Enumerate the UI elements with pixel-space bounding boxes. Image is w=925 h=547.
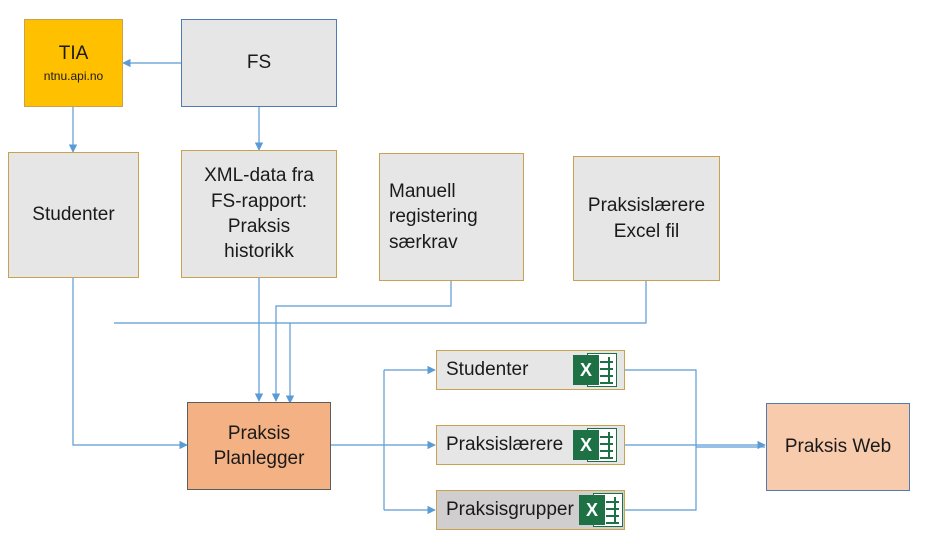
output-praksislaerere: Praksislærere X [436, 425, 625, 465]
arrow-outputs-to-web [625, 369, 697, 511]
output-studenter-label: Studenter [446, 359, 529, 380]
output-praksisgrupper-label: Praksisgrupper [446, 499, 574, 520]
praksis-web-box: Praksis Web [766, 403, 910, 491]
arrow-laerere-to-planner [114, 281, 647, 324]
xml-line-3: Praksis [227, 216, 291, 237]
manuell-registering-box: Manuell registering særkrav [379, 153, 524, 281]
praksislaerere-excel-box: Praksislærere Excel fil [573, 156, 720, 281]
output-praksisgrupper: Praksisgrupper X [436, 490, 625, 530]
output-praksislaerere-label: Praksislærere [446, 434, 564, 455]
fs-box: FS [181, 19, 337, 107]
planner-line-2: Planlegger [213, 448, 305, 469]
tia-subtitle: ntnu.api.no [43, 68, 104, 83]
excel-icon: X [579, 493, 623, 527]
studenter-label: Studenter [32, 204, 115, 226]
xml-data-box: XML-data fra FS-rapport: Praksis histori… [181, 150, 337, 278]
tia-title: TIA [58, 43, 89, 65]
praksis-web-label: Praksis Web [784, 436, 892, 458]
praksislaerere-line-2: Excel fil [613, 220, 680, 242]
manuell-line-3: særkrav [389, 231, 458, 253]
arrow-manuell-to-planner [271, 281, 452, 402]
arrow-studenter-to-planner [72, 278, 188, 450]
xml-line-4: historikk [224, 241, 294, 263]
fs-label: FS [246, 52, 272, 74]
excel-icon: X [573, 428, 617, 462]
manuell-line-2: registering [389, 206, 478, 228]
planner-line-1: Praksis [227, 422, 291, 444]
manuell-line-1: Manuell [389, 181, 456, 203]
praksislaerere-line-1: Praksislærere [587, 195, 706, 217]
xml-line-2: FS-rapport: [210, 190, 308, 212]
output-studenter: Studenter X [436, 350, 625, 390]
xml-line-1: XML-data fra [204, 165, 314, 187]
praksis-planlegger-box: Praksis Planlegger [187, 402, 331, 490]
excel-icon: X [573, 353, 617, 387]
tia-box: TIA ntnu.api.no [24, 19, 123, 107]
studenter-box: Studenter [8, 152, 139, 278]
